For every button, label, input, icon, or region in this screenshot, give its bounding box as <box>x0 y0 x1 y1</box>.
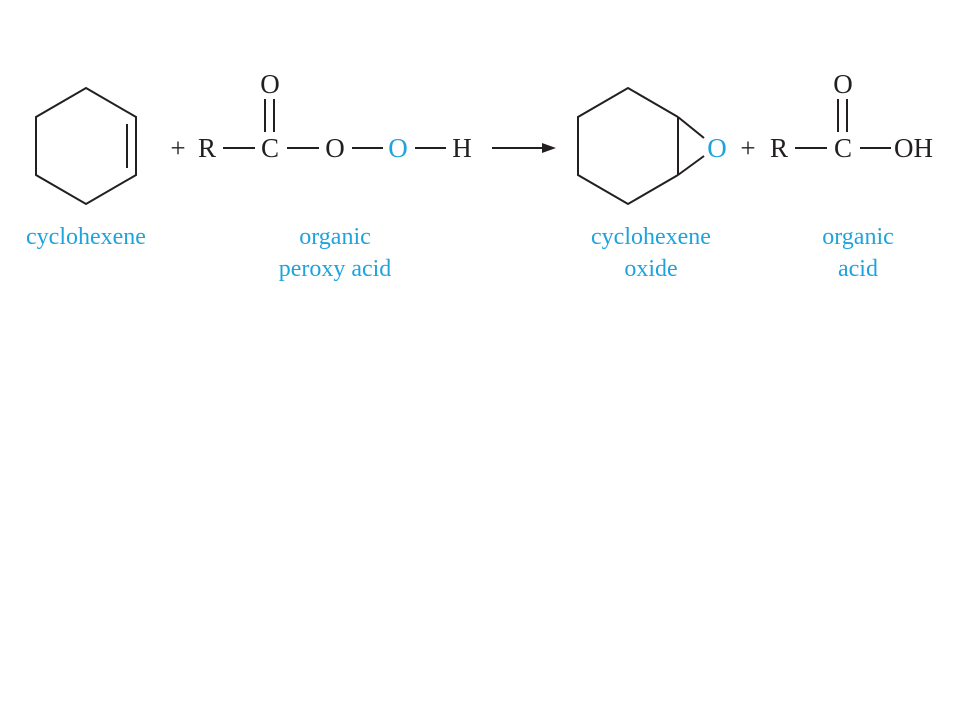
plus-sign-1: + <box>170 133 185 163</box>
cyclohexene-oxide-ring <box>577 86 679 206</box>
epoxide-ring-bond-upper <box>677 116 705 139</box>
organic-acid-r-group: R <box>770 133 788 163</box>
label-organic-acid-line-2: acid <box>838 256 878 282</box>
peroxy-acid-carbon: C <box>261 133 279 163</box>
peroxy-acid-oxygen-2-highlight: O <box>388 133 408 163</box>
cyclohexene-oxide-structure: O <box>577 86 727 206</box>
organic-acid-carbon: C <box>834 133 852 163</box>
organic-acid-structure: R C O OH <box>770 69 933 163</box>
peroxy-acid-oxygen-1: O <box>325 133 345 163</box>
epoxide-ring-bond-lower <box>677 155 705 176</box>
label-organic-acid-line-1: organic <box>822 224 894 250</box>
label-peroxy-acid-line-2: peroxy acid <box>279 256 392 282</box>
cyclohexene-ring <box>35 86 137 206</box>
label-cyclohexene-oxide-line-2: oxide <box>624 256 677 282</box>
peroxy-acid-hydrogen: H <box>452 133 472 163</box>
peroxy-acid-carbonyl-oxygen: O <box>260 69 280 99</box>
organic-acid-hydroxyl: OH <box>894 133 933 163</box>
peroxy-acid-structure: R C O O O H <box>198 69 472 163</box>
label-cyclohexene: cyclohexene <box>26 224 146 250</box>
plus-sign-2: + <box>740 133 755 163</box>
label-peroxy-acid-line-1: organic <box>299 224 371 250</box>
epoxide-oxygen-highlight: O <box>707 133 727 163</box>
peroxy-acid-r-group: R <box>198 133 216 163</box>
organic-acid-carbonyl-oxygen: O <box>833 69 853 99</box>
cyclohexene-structure <box>35 86 137 206</box>
label-cyclohexene-oxide-line-1: cyclohexene <box>591 224 711 250</box>
reaction-arrow-icon <box>492 143 556 153</box>
